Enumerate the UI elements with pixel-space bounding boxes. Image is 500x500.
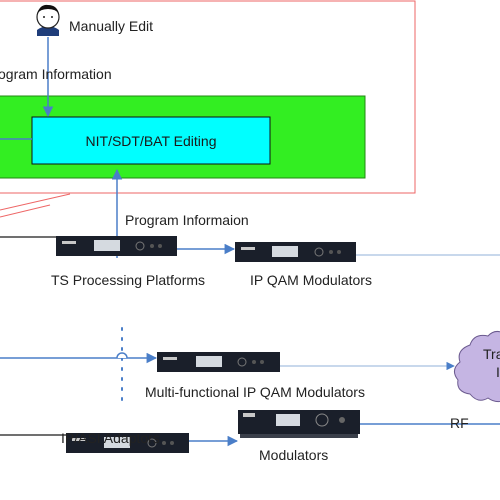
- person-avatar-icon: [36, 4, 60, 36]
- nit-editing-box[interactable]: [31, 116, 271, 165]
- ip-asi-device: [66, 433, 189, 453]
- red-outer-frame: [0, 0, 416, 194]
- ts-processing-label: TS Processing Platforms: [50, 272, 206, 288]
- red-diagonal-line-1: [0, 193, 71, 211]
- ts-processing-device: [56, 236, 177, 256]
- multi-functional-device: [157, 352, 280, 372]
- red-diagonal-line-2: [0, 204, 51, 218]
- cloud-text-line-2: I: [496, 364, 500, 380]
- ip-qam-modulators-label: IP QAM Modulators: [250, 272, 372, 288]
- modulator-device: [238, 410, 360, 438]
- nit-editing-label: NIT/SDT/BAT Editing: [85, 132, 217, 149]
- manually-edit-label: Manually Edit: [69, 18, 154, 34]
- ip-asi-adaptors-label: IP/ASI Adaptors: [61, 430, 160, 446]
- program-informaion-label: Program Informaion: [125, 212, 249, 228]
- multi-functional-label: Multi-functional IP QAM Modulators: [145, 384, 365, 400]
- ip-qam-device: [235, 242, 356, 262]
- rf-label: RF: [450, 415, 469, 431]
- modulators-label: Modulators: [259, 447, 329, 463]
- line-hop-mark: [116, 352, 128, 359]
- transport-network-cloud-icon: [454, 330, 500, 403]
- program-information-label: ogram Information: [0, 66, 112, 82]
- cloud-text-line-1: Tra: [483, 346, 500, 362]
